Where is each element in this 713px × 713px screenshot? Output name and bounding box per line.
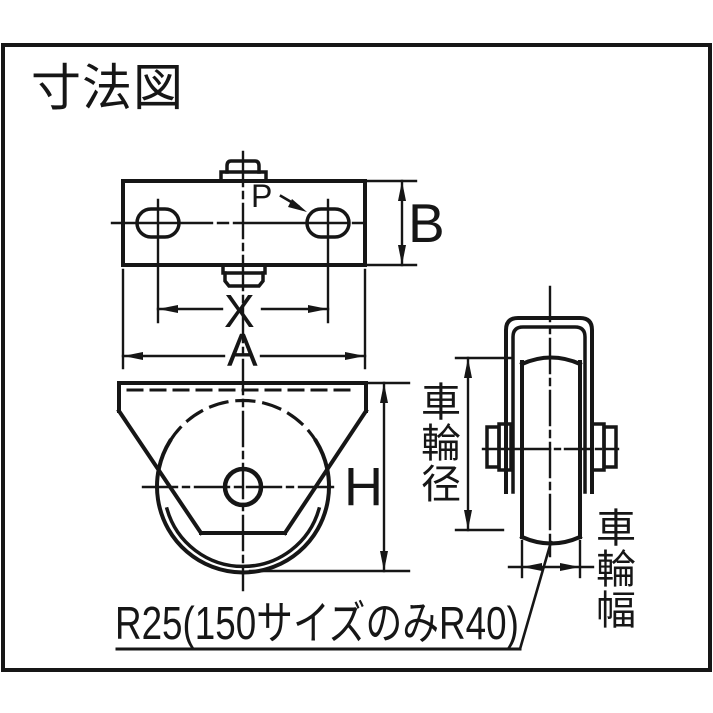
- label-plate-width-a: A: [227, 324, 258, 376]
- b-arrow-down: [398, 245, 406, 265]
- label-wheel-diameter: 車輪径: [415, 381, 459, 504]
- label-plate-depth-b: B: [408, 192, 445, 254]
- bottom-nut-body: [223, 271, 265, 288]
- axle-bolt-left-head: [485, 425, 501, 469]
- h-arrow-up: [380, 383, 388, 403]
- label-hole-span-x: X: [224, 285, 255, 337]
- page-title: 寸法図: [31, 60, 184, 116]
- diameter-arrow-up: [464, 358, 472, 378]
- bottom-nut-flange: [221, 263, 267, 275]
- h-arrow-down: [380, 551, 388, 571]
- top-view-plate-drawing: [110, 150, 418, 592]
- top-bolt-head: [225, 159, 261, 174]
- diameter-arrow-down: [464, 510, 472, 530]
- housing-right-slope: [282, 408, 369, 536]
- width-arrow-left: [522, 563, 542, 571]
- b-arrow-up: [398, 181, 406, 201]
- label-overall-height-h: H: [344, 457, 383, 517]
- wheel-circle-solid: [155, 438, 331, 575]
- note-leader-line: [518, 540, 553, 651]
- label-radius-note: R25(150サイズのみR40): [115, 597, 519, 649]
- a-arrow-right: [345, 352, 365, 360]
- x-arrow-right: [308, 305, 328, 313]
- side-view-wheel-drawing: [115, 285, 620, 651]
- front-view-wheel-drawing: [116, 381, 411, 575]
- bracket-outer-outline: [504, 316, 594, 494]
- wheel-circle-hidden-top: [167, 398, 319, 444]
- bracket-inner-outline: [511, 325, 587, 494]
- wheel-inner-rim-arc: [164, 506, 322, 569]
- pitch-leader-arrowhead: [288, 199, 307, 212]
- label-bolt-pitch-p: P: [251, 178, 273, 214]
- top-bolt-flange: [219, 170, 268, 183]
- a-arrow-left: [123, 352, 143, 360]
- wheel-side-top-arc: [519, 355, 583, 367]
- axle-bolt-left-washer: [497, 422, 513, 472]
- x-arrow-left: [158, 305, 178, 313]
- width-arrow-right: [560, 563, 580, 571]
- label-wheel-width: 車輪幅: [590, 507, 634, 630]
- axle-bolt-right-head: [602, 425, 618, 469]
